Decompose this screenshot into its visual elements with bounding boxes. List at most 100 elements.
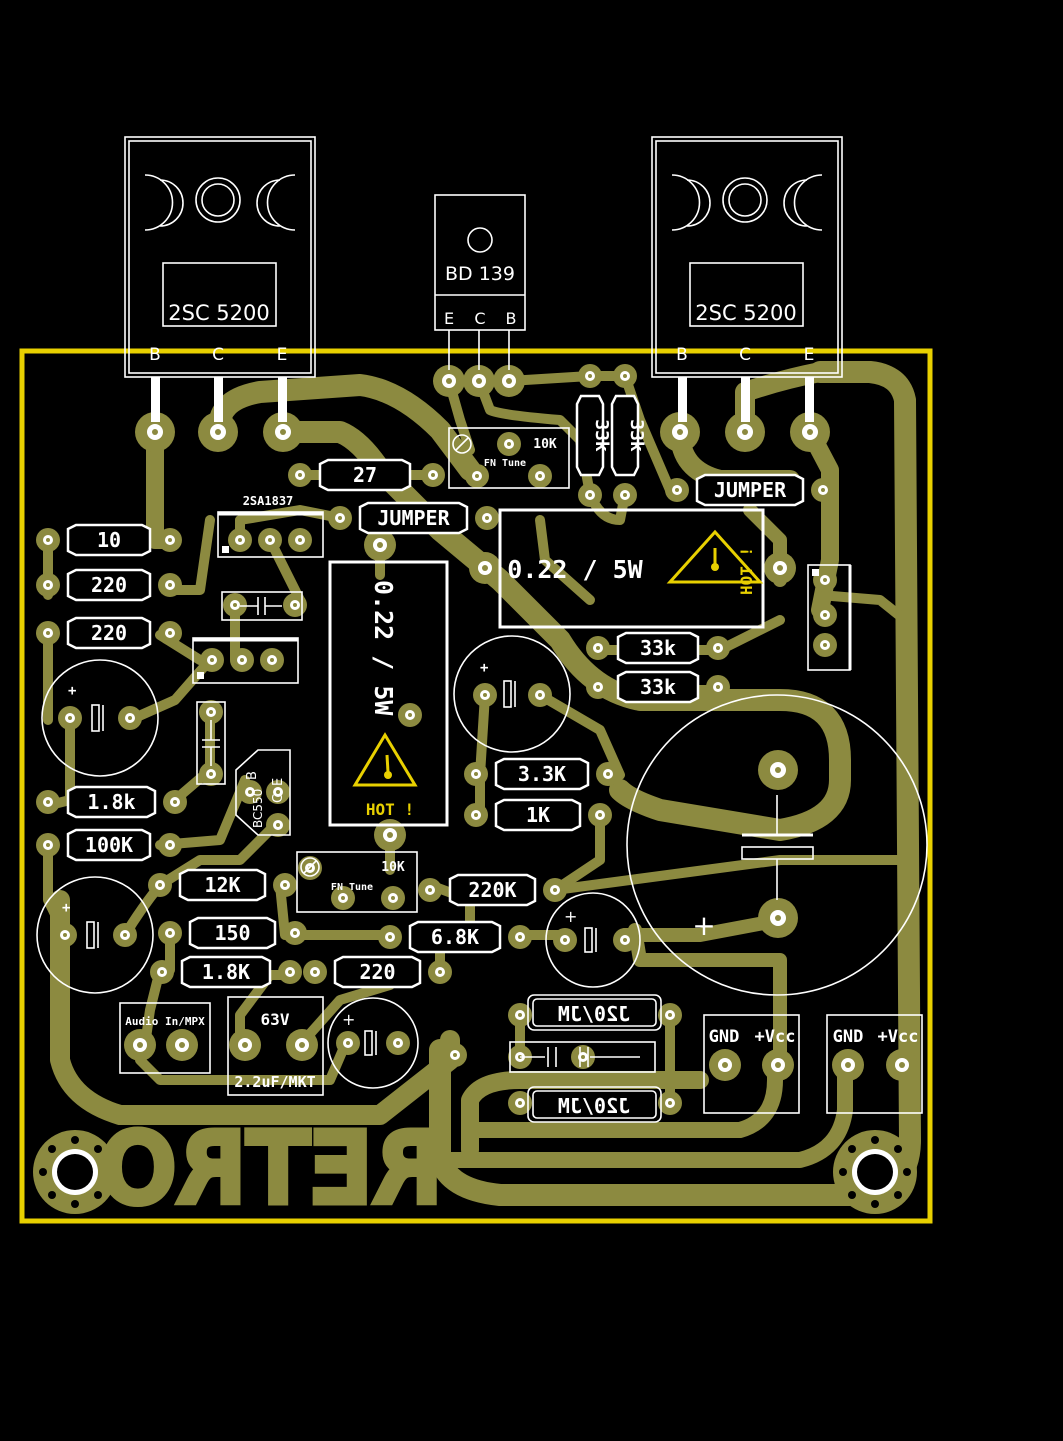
trimmer-bottom-value: 10K (381, 860, 405, 875)
resistor-r220b: 220 (66, 616, 152, 650)
pad (331, 886, 355, 910)
resistor-r_jumper1-label: JUMPER (377, 506, 450, 530)
resistor-r10: 10 (66, 523, 152, 557)
board-outline (19, 348, 933, 1224)
transistor-2sc5200-right: 2SC 5200 B C E (651, 136, 843, 378)
trimmer-bottom-label: FN Tune (331, 882, 373, 893)
q-left-pin-e: E (277, 345, 288, 365)
pad (428, 960, 452, 984)
q-driver-pin-b: B (506, 309, 517, 328)
pad (238, 780, 262, 804)
pad (764, 552, 796, 584)
pad (465, 464, 489, 488)
pad (199, 700, 223, 724)
brand-logo: RETRO (96, 1115, 441, 1222)
pad (230, 648, 254, 672)
pad (706, 675, 730, 699)
resistor-r220a-label: 220 (91, 573, 127, 597)
resistor-r1k: 1K (494, 798, 582, 832)
connector-audio-in: Audio In/MPX (119, 1002, 211, 1074)
hot-warning-right: HOT ! (737, 547, 756, 595)
pad (198, 412, 238, 452)
pad (613, 928, 637, 952)
pad (286, 1029, 318, 1061)
q-bc-pin-b: B (245, 771, 260, 780)
trimmer-top-label: FN Tune (484, 458, 526, 469)
pad (36, 621, 60, 645)
pad (528, 683, 552, 707)
audio-in-label: Audio In/MPX (125, 1015, 205, 1028)
pad (473, 683, 497, 707)
pad (508, 925, 532, 949)
power-resistor-left-label: 0.22 / 5W (369, 580, 398, 716)
pad (36, 573, 60, 597)
resistor-r150-label: 150 (214, 921, 250, 945)
pad (497, 432, 521, 456)
input-cap-mkt: 63V 2.2uF/MKT (227, 996, 324, 1096)
pad (364, 529, 396, 561)
input-cap-voltage: 63V (261, 1010, 290, 1029)
pad (303, 960, 327, 984)
fuse-top-label: J20/JM (558, 1002, 630, 1026)
pw1-gnd-label: GND (709, 1027, 740, 1047)
pad (790, 412, 830, 452)
pad (443, 1043, 467, 1067)
big-cap-plus: + (692, 909, 715, 942)
pad (758, 750, 798, 790)
q-right-pin-c: C (739, 345, 751, 365)
pad (36, 833, 60, 857)
q-bc-part-label: BC550 (251, 789, 265, 828)
svg-text:+: + (480, 660, 488, 676)
pad (586, 636, 610, 660)
resistor-r12k: 12K (178, 868, 267, 902)
fuse-bottom-label: J20/JM (558, 1094, 630, 1118)
q-right-part-label: 2SC 5200 (695, 301, 796, 325)
hot-warning-left: HOT ! (366, 800, 414, 819)
q-driver-pin-e: E (444, 309, 454, 328)
header-3pin-right (807, 564, 852, 671)
pad (469, 552, 501, 584)
pad (762, 1049, 794, 1081)
film-caps (196, 591, 656, 1073)
connector-power-1: GND +Vcc (703, 1014, 800, 1114)
pad (158, 921, 182, 945)
fuse-top: J20/JM (527, 994, 662, 1031)
q-left-pin-b: B (149, 345, 161, 365)
pad (228, 528, 252, 552)
pad (813, 603, 837, 627)
pad (386, 1031, 410, 1055)
pad (273, 873, 297, 897)
pad (725, 412, 765, 452)
q-bc-pin-e: E (271, 778, 286, 786)
pad (709, 1049, 741, 1081)
pad (260, 648, 284, 672)
pad (223, 593, 247, 617)
resistor-r33k_v1: 33k (575, 394, 612, 477)
pad (543, 878, 567, 902)
q-driver-part-label: BD 139 (445, 263, 515, 285)
pad (258, 528, 282, 552)
resistor-r220c-label: 220 (359, 960, 395, 984)
electrolytic-caps: + + + + + + (36, 635, 928, 1089)
pw2-gnd-label: GND (833, 1027, 864, 1047)
power-resistor-right-label: 0.22 / 5W (507, 555, 643, 584)
input-cap-type: 2.2uF/MKT (234, 1073, 315, 1091)
pad (578, 483, 602, 507)
pad (288, 528, 312, 552)
pad (135, 412, 175, 452)
pad (263, 412, 303, 452)
pad (493, 365, 525, 397)
resistor-r1k8b: 1.8K (180, 955, 272, 989)
trimmer-top-value: 10K (533, 437, 557, 452)
resistor-r220b-label: 220 (91, 621, 127, 645)
resistor-r33k_h2-label: 33k (640, 675, 676, 699)
resistor-r33k_v1-label: 33k (591, 419, 612, 452)
pad (266, 780, 290, 804)
pad (433, 365, 465, 397)
mounting-holes (33, 1130, 917, 1214)
transistor-bc550: BC550 B C E (235, 749, 291, 836)
pad (398, 703, 422, 727)
pad (421, 463, 445, 487)
pad (418, 878, 442, 902)
